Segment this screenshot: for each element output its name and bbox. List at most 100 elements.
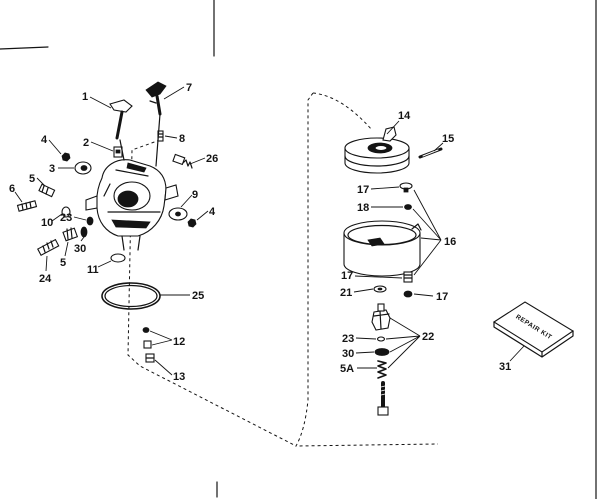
- part-17-top-drawing: [399, 182, 413, 193]
- leader-1: [89, 96, 112, 109]
- part-25-gasket-inner: [104, 284, 158, 308]
- part-4-right-drawing: [187, 218, 197, 228]
- leader-6: [14, 191, 23, 203]
- part-9-hole: [175, 211, 181, 217]
- callout-5-lower: 5: [60, 257, 66, 269]
- body-right-boss: [164, 184, 179, 201]
- part-24-threads: [42, 240, 54, 253]
- leader-2: [90, 141, 114, 152]
- bowl-bolt-drawing: [377, 381, 389, 416]
- part-23-left-ring: [86, 216, 94, 226]
- part-30-right-washer: [374, 348, 390, 356]
- part-25-drawing: [101, 282, 161, 310]
- leader-9: [180, 194, 193, 208]
- part-18-ring: [404, 204, 412, 210]
- part-6-drawing: [16, 200, 38, 212]
- part-9-drawing: [168, 207, 188, 221]
- callout-5A: 5A: [340, 363, 354, 375]
- callout-6: 6: [9, 183, 15, 195]
- leader-16: [412, 189, 442, 276]
- guide-line-left: [127, 139, 297, 447]
- leader-5-upper: [36, 177, 46, 187]
- carburetor-body-drawing: [85, 113, 179, 251]
- part-22-stem: [377, 303, 385, 312]
- part-2-drawing: [113, 146, 123, 158]
- callout-17-middle: 17: [341, 270, 353, 282]
- part-16-tab: [411, 223, 422, 231]
- callout-16: 16: [444, 236, 456, 248]
- part-15-drawing: [418, 147, 443, 159]
- callout-11: 11: [87, 264, 99, 276]
- part-5-lower-coils: [66, 227, 73, 240]
- body-shading-bottom: [111, 219, 151, 229]
- leader-26: [189, 157, 206, 165]
- part-1-lever: [109, 99, 133, 113]
- part-13-drawing: [145, 353, 155, 363]
- part-16-inner-detail: [367, 237, 385, 247]
- callout-5-upper: 5: [29, 173, 35, 185]
- callout-9: 9: [192, 189, 198, 201]
- right-callouts: 14 15 17 18 16 17 21 17 22 23 30 5A 31: [340, 110, 511, 375]
- part-15-pin-core: [422, 149, 439, 157]
- part-26-drawing: [172, 153, 193, 169]
- callout-10: 10: [41, 217, 53, 229]
- callout-2: 2: [83, 137, 89, 149]
- part-17-right-nut: [403, 290, 413, 298]
- body-detail-lines: [103, 169, 161, 251]
- body-throat-shadow: [117, 190, 139, 208]
- part-12-piece-top: [142, 327, 150, 333]
- callout-13: 13: [173, 371, 185, 383]
- part-18-drawing: [404, 204, 412, 210]
- leader-17-top: [370, 186, 400, 190]
- kit-box-edges: [493, 321, 574, 358]
- callout-30-left: 30: [74, 243, 86, 255]
- assembly-guide-lines: [127, 92, 439, 447]
- callout-23-left: 23: [60, 212, 72, 224]
- callout-17-top: 17: [357, 184, 369, 196]
- part-23-left-drawing: [86, 216, 94, 226]
- part-7-lever: [145, 81, 167, 98]
- leader-15: [433, 142, 444, 152]
- leader-23-right: [355, 337, 377, 340]
- guide-line-top: [312, 92, 373, 131]
- leader-7: [163, 86, 185, 100]
- leader-23-left: [73, 216, 87, 221]
- part-30-left-drawing: [80, 226, 88, 238]
- leader-5-lower: [64, 241, 69, 257]
- part-22-drawing: [371, 303, 391, 331]
- leader-17-middle: [354, 275, 403, 279]
- part-21-drawing: [373, 285, 387, 293]
- part-17-right-drawing: [403, 290, 413, 298]
- part-17-middle-coils: [403, 274, 413, 279]
- top-left-rule: [0, 46, 49, 50]
- callout-30-right: 30: [342, 348, 354, 360]
- part-4-upper-drawing: [61, 152, 71, 162]
- callout-3: 3: [49, 163, 55, 175]
- part-24-drawing: [37, 238, 60, 256]
- callout-8: 8: [179, 133, 185, 145]
- leader-11: [97, 260, 112, 268]
- part-16-drawing: [343, 220, 422, 277]
- leader-17-right: [413, 293, 434, 297]
- part-5-upper-drawing: [38, 183, 56, 198]
- part-21-hole: [377, 287, 383, 291]
- callout-4-right: 4: [209, 206, 216, 218]
- part-1-drawing: [109, 99, 133, 140]
- part-23-right-ring: [376, 336, 386, 342]
- part-14-nub: [382, 126, 397, 142]
- callout-12: 12: [173, 336, 185, 348]
- callout-1: 1: [82, 91, 88, 103]
- callout-24: 24: [39, 273, 52, 285]
- leader-24: [45, 255, 48, 272]
- part-31-drawing: REPAIR KIT: [492, 301, 575, 358]
- part-5-lower-drawing: [62, 227, 79, 242]
- body-left-boss: [85, 195, 98, 211]
- body-shading-top: [126, 162, 147, 173]
- part-3-hub: [80, 165, 88, 171]
- leader-21: [353, 288, 374, 293]
- part-5A-spring: [377, 360, 387, 379]
- callout-7: 7: [186, 82, 192, 94]
- leader-8: [164, 135, 178, 139]
